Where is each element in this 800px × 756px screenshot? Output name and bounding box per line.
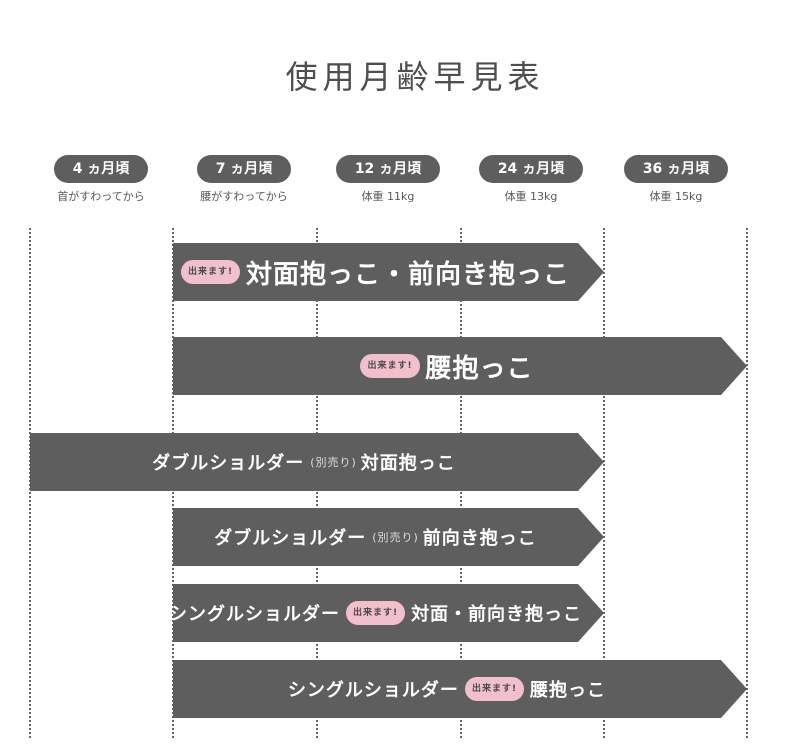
band-note: (別売り) (372, 531, 419, 544)
available-badge: 出来ます! (465, 677, 524, 701)
band-content: ダブルショルダー (別売り)前向き抱っこ (173, 508, 578, 566)
milestone-label: 4 ヵ月頃 (53, 155, 149, 183)
band-label: 対面抱っこ (360, 453, 456, 474)
band-label: 対面抱っこ・前向き抱っこ (246, 259, 571, 290)
usage-band: ダブルショルダー (別売り)対面抱っこ (30, 433, 604, 491)
band-label: 腰抱っこ (425, 353, 534, 384)
milestone: 24 ヵ月頃体重 13kg (456, 155, 606, 204)
available-badge: 出来ます! (181, 260, 240, 284)
milestone-label: 24 ヵ月頃 (478, 155, 584, 183)
band-note: (別売り) (310, 456, 357, 469)
band-prefix: シングルショルダー (287, 680, 459, 701)
milestone-label: 36 ヵ月頃 (623, 155, 729, 183)
guide-line (746, 228, 748, 738)
milestone: 7 ヵ月頃腰がすわってから (169, 155, 319, 204)
band-label: 対面・前向き抱っこ (411, 604, 583, 625)
band-prefix: シングルショルダー (168, 604, 340, 625)
available-badge: 出来ます! (360, 354, 419, 378)
milestone-note: 体重 11kg (361, 190, 415, 203)
milestone-label: 12 ヵ月頃 (335, 155, 441, 183)
page-title: 使用月齢早見表 (285, 58, 545, 96)
usage-band: 出来ます!腰抱っこ (173, 337, 747, 395)
milestone: 36 ヵ月頃体重 15kg (601, 155, 751, 204)
milestone-note: 体重 15kg (649, 190, 703, 203)
band-prefix: ダブルショルダー (152, 453, 305, 474)
band-prefix: ダブルショルダー (214, 528, 367, 549)
milestone-note: 腰がすわってから (200, 190, 288, 203)
usage-band: 出来ます!対面抱っこ・前向き抱っこ (173, 243, 604, 301)
milestone: 12 ヵ月頃体重 11kg (313, 155, 463, 204)
milestone-note: 体重 13kg (504, 190, 558, 203)
band-content: 出来ます!腰抱っこ (173, 337, 721, 395)
band-content: シングルショルダー出来ます!対面・前向き抱っこ (173, 584, 578, 642)
guide-line (603, 228, 605, 738)
band-label: 前向き抱っこ (422, 528, 537, 549)
usage-band: シングルショルダー出来ます!対面・前向き抱っこ (173, 584, 604, 642)
usage-band: シングルショルダー出来ます! 腰抱っこ (173, 660, 747, 718)
band-content: ダブルショルダー (別売り)対面抱っこ (30, 433, 578, 491)
milestone-label: 7 ヵ月頃 (196, 155, 292, 183)
usage-band: ダブルショルダー (別売り)前向き抱っこ (173, 508, 604, 566)
band-content: 出来ます!対面抱っこ・前向き抱っこ (173, 243, 578, 301)
band-label: 腰抱っこ (530, 680, 607, 701)
band-content: シングルショルダー出来ます! 腰抱っこ (173, 660, 721, 718)
milestone-note: 首がすわってから (57, 190, 145, 203)
milestone: 4 ヵ月頃首がすわってから (26, 155, 176, 204)
available-badge: 出来ます! (346, 601, 405, 625)
